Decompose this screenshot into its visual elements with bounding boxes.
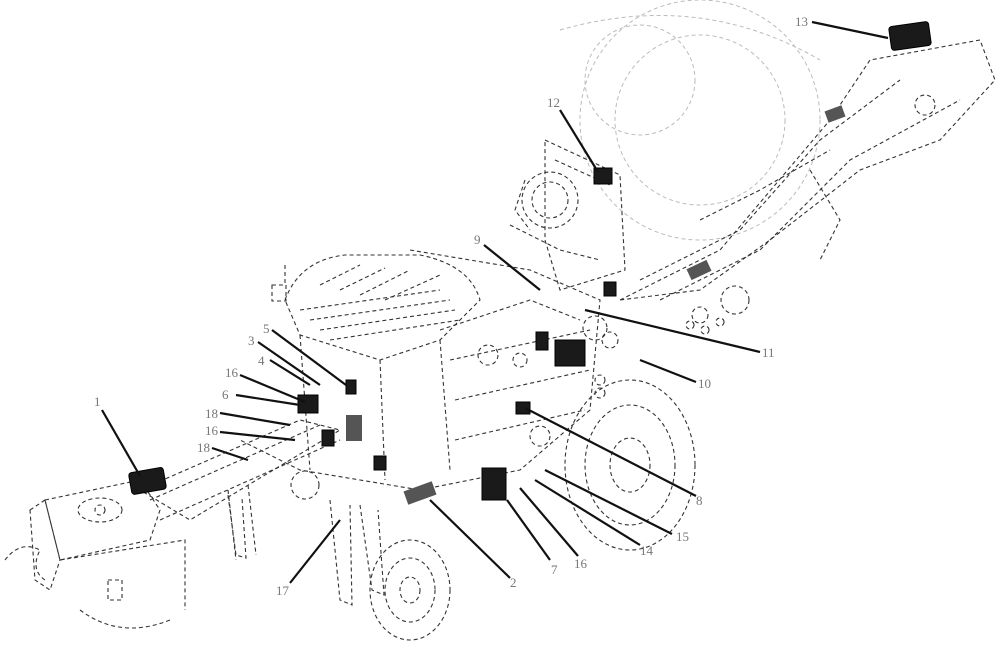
callout-18a: 18 [205,406,218,421]
background-ghost-outline [559,0,821,241]
callout-6: 6 [222,387,229,402]
leader-2 [429,499,511,579]
leader-5 [271,329,347,386]
callout-14: 14 [640,543,654,558]
backhoe-boom [619,39,996,335]
callout-12: 12 [547,95,560,110]
callout-13: 13 [795,14,808,29]
callout-11: 11 [762,345,775,360]
leader-16a [239,373,306,404]
callout-8: 8 [696,493,703,508]
component-16-b [373,455,387,471]
hatched-panel-b [346,415,362,441]
leader-18a [219,411,291,427]
component-10 [603,281,617,297]
callout-5: 5 [263,321,270,336]
callout-4: 4 [258,353,265,368]
leader-13 [811,20,889,40]
component-13 [888,21,932,51]
component-1 [128,467,167,495]
callout-2: 2 [510,575,517,590]
callout-16b: 16 [205,423,219,438]
leader-14 [534,479,641,546]
leader-8 [524,407,697,497]
leader-16b [219,430,296,442]
callout-10: 10 [698,376,711,391]
component-11-module [554,339,586,367]
component-cab-relay [535,331,549,351]
electrical-components [128,21,932,505]
leader-9 [483,244,541,291]
leader-lines [101,20,889,584]
callout-18b: 18 [197,440,210,455]
rear-control-tower [509,139,626,291]
leader-17 [289,519,341,584]
component-6 [297,394,319,414]
callout-9: 9 [474,232,481,247]
leader-7 [506,499,551,561]
cab-canopy [271,254,481,481]
callout-3: 3 [248,333,255,348]
boom-hatch-panel [824,105,846,123]
callout-7: 7 [551,562,558,577]
component-16-a [321,429,335,447]
front-loader-arm [4,419,342,629]
leader-1 [101,409,141,477]
leader-6 [235,393,301,407]
callout-1: 1 [94,394,101,409]
leader-4 [269,359,311,386]
callout-17: 17 [276,583,290,598]
leader-10 [639,358,697,384]
leader-3 [257,341,321,386]
component-7-battery [481,467,507,501]
boom-hatch-panel-lower [686,259,712,281]
hatched-panel-a [403,481,437,505]
leader-16c [519,487,579,557]
leader-11 [584,308,761,354]
callout-16a: 16 [225,365,239,380]
callout-15: 15 [676,529,689,544]
rear-wheel [564,379,696,551]
front-wheel [369,539,451,641]
stabilizer-legs [227,494,385,606]
leader-18b [211,446,249,462]
callout-16c: 16 [574,556,588,571]
callout-labels: 1 2 3 4 5 6 7 8 9 10 11 12 13 14 15 16 1… [94,14,808,598]
component-12 [593,167,613,185]
component-8 [515,401,531,415]
leader-15 [544,469,673,535]
leader-12 [559,109,599,173]
component-5 [345,379,357,395]
